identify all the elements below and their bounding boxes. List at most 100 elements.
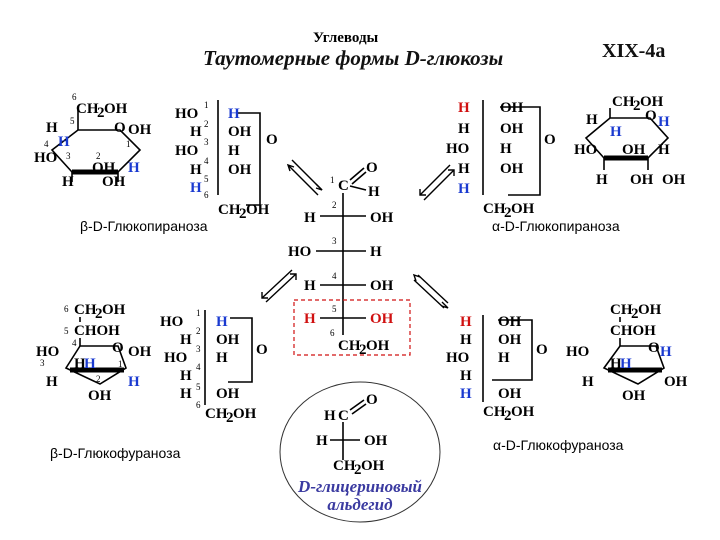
svg-text:2: 2: [96, 374, 101, 384]
svg-text:3: 3: [66, 151, 71, 161]
svg-text:OH: OH: [370, 210, 394, 226]
svg-text:H: H: [180, 386, 192, 402]
glyceraldehyde-name: D-глицериновый: [297, 477, 422, 496]
svg-text:2: 2: [354, 462, 362, 478]
svg-text:2: 2: [226, 410, 234, 426]
equilibrium-arrows: [261, 159, 455, 309]
svg-text:2: 2: [359, 342, 367, 358]
svg-text:OH: OH: [364, 433, 388, 449]
svg-text:5: 5: [196, 382, 201, 392]
caption-alpha-pyranose: α-D-Глюкопираноза: [492, 218, 620, 234]
ch2oh-label: CH: [76, 101, 99, 117]
svg-text:H: H: [62, 174, 74, 190]
svg-text:2: 2: [504, 205, 512, 221]
svg-text:H: H: [460, 386, 472, 402]
svg-text:HO: HO: [164, 350, 187, 366]
h-label: H: [46, 120, 58, 136]
svg-text:HO: HO: [160, 314, 183, 330]
svg-text:HO: HO: [446, 141, 469, 157]
svg-text:H: H: [368, 184, 380, 200]
svg-text:H: H: [458, 181, 470, 197]
open-chain-glucose: 1 C O H 2 H OH 3 HO H 4 H OH 5 H OH 6 CH…: [288, 160, 411, 358]
svg-text:OH: OH: [370, 311, 394, 327]
svg-text:4: 4: [332, 271, 337, 281]
svg-text:O: O: [366, 392, 378, 408]
svg-text:H: H: [128, 374, 140, 390]
svg-text:H: H: [304, 278, 316, 294]
svg-text:6: 6: [64, 304, 69, 314]
svg-text:H: H: [228, 143, 240, 159]
svg-text:2: 2: [504, 408, 512, 424]
svg-text:6: 6: [204, 190, 209, 200]
caption-alpha-furanose: α-D-Глюкофураноза: [493, 437, 624, 453]
svg-text:H: H: [190, 162, 202, 178]
beta-pyranose-fischer: HO 1 H H 2 OH O HO 3 H H 4 OH H 5 6 CH 2…: [175, 100, 278, 222]
svg-text:O: O: [648, 340, 660, 356]
svg-text:2: 2: [239, 206, 247, 222]
svg-text:4: 4: [72, 338, 77, 348]
beta-pyranose-haworth: 6 CH 2 OH O OH H 5 4 H HO 3 2 1 H OH OH …: [34, 92, 152, 190]
svg-text:OH: OH: [500, 100, 524, 116]
svg-text:H: H: [610, 124, 622, 140]
svg-text:OH: OH: [664, 374, 688, 390]
svg-text:1: 1: [126, 139, 131, 149]
highlight-box: [293, 299, 411, 356]
svg-text:5: 5: [204, 174, 209, 184]
svg-text:OH: OH: [366, 338, 390, 354]
svg-text:H: H: [458, 100, 470, 116]
svg-text:H: H: [74, 356, 86, 372]
svg-text:H: H: [658, 142, 670, 158]
glyceraldehyde-name-2: альдегид: [327, 495, 393, 514]
atom-num: 6: [72, 92, 77, 102]
svg-text:H: H: [498, 350, 510, 366]
svg-text:2: 2: [95, 306, 103, 322]
svg-text:HO: HO: [446, 350, 469, 366]
svg-text:H: H: [84, 356, 96, 372]
svg-text:H: H: [316, 433, 328, 449]
svg-text:OH: OH: [246, 202, 270, 218]
svg-text:3: 3: [40, 358, 45, 368]
svg-text:OH: OH: [216, 332, 240, 348]
svg-text:6: 6: [330, 328, 335, 338]
svg-text:2: 2: [332, 200, 337, 210]
svg-text:H: H: [128, 160, 140, 176]
caption-beta-pyranose: β-D-Глюкопираноза: [80, 218, 208, 234]
svg-text:OH: OH: [622, 388, 646, 404]
svg-text:OH: OH: [88, 388, 112, 404]
ring-o: O: [114, 120, 126, 136]
svg-text:3: 3: [204, 137, 209, 147]
svg-text:O: O: [536, 342, 548, 358]
svg-text:OH: OH: [622, 142, 646, 158]
svg-text:H: H: [586, 112, 598, 128]
svg-text:HO: HO: [175, 143, 198, 159]
svg-text:OH: OH: [216, 386, 240, 402]
subscript: 2: [97, 105, 105, 121]
svg-text:H: H: [304, 210, 316, 226]
glyceraldehyde-structure: C O H H OH CH 2 OH D-глицериновый альдег…: [279, 381, 441, 523]
svg-text:2: 2: [633, 98, 641, 114]
svg-text:HO: HO: [175, 106, 198, 122]
svg-text:H: H: [596, 172, 608, 188]
svg-text:2: 2: [631, 306, 639, 322]
svg-text:CH: CH: [483, 201, 506, 217]
svg-text:2: 2: [96, 151, 101, 161]
svg-text:O: O: [645, 108, 657, 124]
glyceraldehyde-oval: [279, 381, 441, 523]
svg-text:H: H: [582, 374, 594, 390]
svg-text:H: H: [370, 244, 382, 260]
svg-text:OH: OH: [630, 172, 654, 188]
svg-text:OH: OH: [102, 302, 126, 318]
svg-text:H: H: [216, 314, 228, 330]
svg-text:HO: HO: [34, 150, 57, 166]
svg-text:H: H: [46, 374, 58, 390]
svg-text:CH: CH: [612, 94, 635, 110]
svg-text:O: O: [112, 340, 124, 356]
svg-text:H: H: [458, 161, 470, 177]
svg-text:HO: HO: [566, 344, 589, 360]
slide-code: XIX-4а: [602, 40, 666, 62]
svg-text:CH: CH: [74, 302, 97, 318]
svg-text:C: C: [338, 408, 349, 424]
svg-text:C: C: [338, 178, 349, 194]
svg-text:OH: OH: [662, 172, 686, 188]
